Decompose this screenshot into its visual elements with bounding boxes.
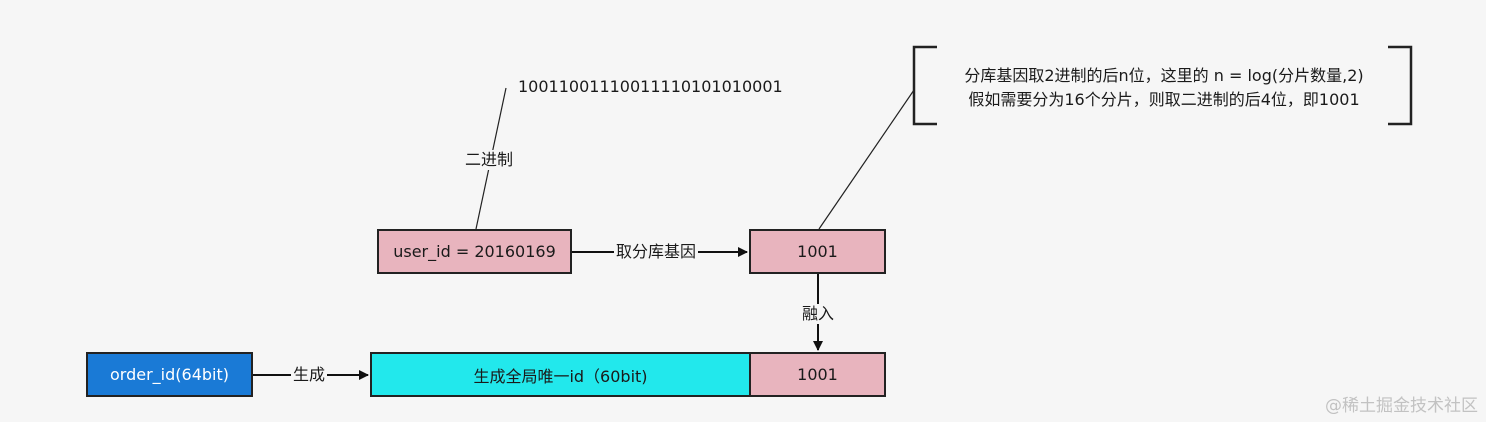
note-text: 分库基因取2进制的后n位，这里的 n = log(分片数量,2) 假如需要分为1… [942,64,1386,112]
watermark: @稀土掘金技术社区 [1325,396,1478,416]
order-id-box: order_id(64bit) [86,352,253,397]
take-gene-label: 取分库基因 [614,242,699,262]
global-id-box: 生成全局唯一id（60bit) [370,352,751,397]
binary-label: 二进制 [463,150,516,170]
note-line-1: 分库基因取2进制的后n位，这里的 n = log(分片数量,2) [964,66,1364,85]
gene-tail-box: 1001 [749,352,886,397]
note-line-2: 假如需要分为16个分片，则取二进制的后4位，即1001 [968,90,1360,109]
merge-label: 融入 [800,304,837,324]
note-right-bracket [1388,45,1413,126]
binary-value: 10011001110011110101010001 [518,77,783,96]
note-left-bracket [912,45,937,126]
user-id-box: user_id = 20160169 [377,229,572,274]
note-leader-line [818,89,915,230]
generate-label: 生成 [291,365,328,385]
gene-box: 1001 [749,229,886,274]
